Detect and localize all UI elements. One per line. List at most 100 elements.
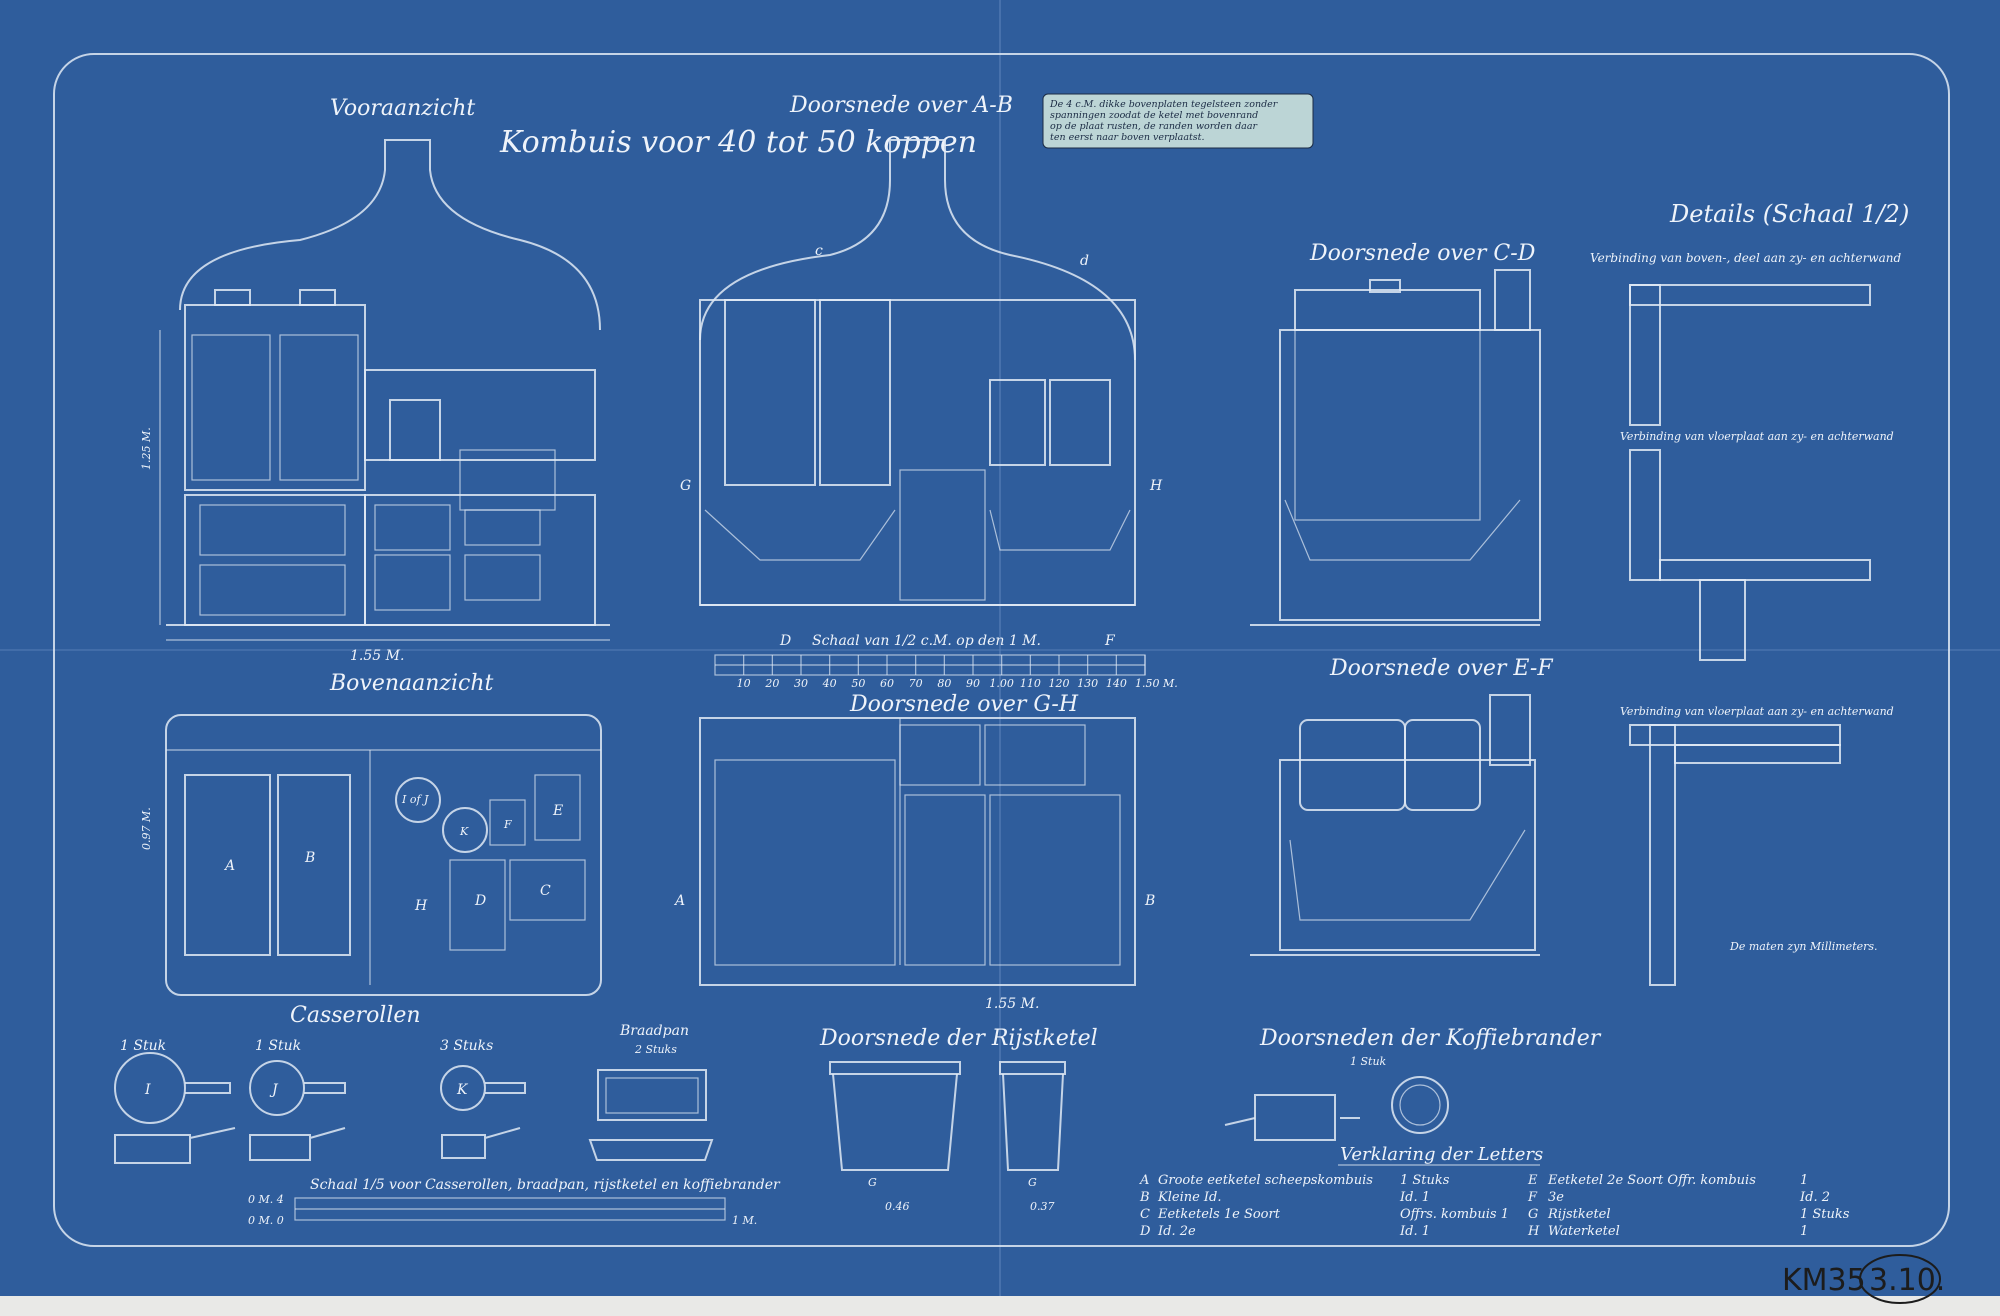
label-front-view: Vooraanzicht bbox=[330, 96, 475, 121]
label-casserollen: Casserollen bbox=[290, 1003, 421, 1028]
koffiebrander-title: Doorsneden der Koffiebrander bbox=[1259, 1026, 1602, 1051]
legend-cell: Id. 2 bbox=[1799, 1190, 1830, 1205]
scale-tick-label: 1.50 M. bbox=[1135, 677, 1178, 690]
plan-letter-b: B bbox=[304, 850, 315, 866]
plan-width-dimension: 1.55 M. bbox=[985, 996, 1039, 1012]
legend-cell: 1 bbox=[1800, 1173, 1808, 1188]
front-width-dimension: 1.55 M. bbox=[350, 648, 404, 664]
label-detail-2: Verbinding van vloerplaat aan zy- en ach… bbox=[1620, 430, 1894, 443]
scale-middle-label: Schaal van 1/2 c.M. op den 1 M. bbox=[812, 633, 1041, 649]
note-line: spanningen zoodat de ketel met bovenrand bbox=[1050, 110, 1258, 121]
braadpan-title: Braadpan bbox=[619, 1023, 689, 1039]
plan-letter-h: H bbox=[414, 898, 428, 914]
rijstketel-letter: G bbox=[1028, 1176, 1037, 1189]
scale-bottom-bottom: 0 M. 0 bbox=[248, 1214, 284, 1227]
scale-tick-label: 60 bbox=[880, 677, 894, 690]
plan-letter-a: A bbox=[223, 858, 235, 874]
note-line: ten eerst naar boven verplaatst. bbox=[1050, 132, 1205, 143]
section-letter-h: H bbox=[1149, 478, 1163, 494]
rijstketel-dimension: 0.37 bbox=[1030, 1200, 1055, 1213]
plan-letter-d: D bbox=[474, 893, 486, 909]
scale-bottom-top: 0 M. 4 bbox=[248, 1193, 284, 1206]
casserole-count: 3 Stuks bbox=[440, 1038, 493, 1054]
braadpan: Braadpan 2 Stuks bbox=[588, 1023, 714, 1161]
scale-tick-label: 90 bbox=[966, 677, 980, 690]
section-letter-d-lower: D bbox=[779, 633, 791, 649]
legend-cell: Waterketel bbox=[1548, 1224, 1620, 1239]
legend-cell: D bbox=[1139, 1224, 1151, 1239]
drawing-title: Kombuis voor 40 tot 50 koppen bbox=[499, 125, 977, 160]
casserole-i: 1 Stuk I bbox=[114, 1038, 236, 1164]
legend-cell: A bbox=[1139, 1173, 1149, 1188]
legend-cell: Kleine Id. bbox=[1157, 1190, 1222, 1205]
legend-cell: Rijstketel bbox=[1547, 1207, 1611, 1222]
scale-bottom-end: 1 M. bbox=[732, 1214, 757, 1227]
section-letter-b: B bbox=[1144, 893, 1155, 909]
rijstketel-dimension: 0.46 bbox=[885, 1200, 910, 1213]
pasted-note: De 4 c.M. dikke bovenplaten tegelsteen z… bbox=[1042, 93, 1314, 149]
legend-cell: H bbox=[1527, 1224, 1540, 1239]
legend-cell: Id. 2e bbox=[1157, 1224, 1196, 1239]
legend-cell: Id. 1 bbox=[1399, 1224, 1430, 1239]
koffiebrander: Doorsneden der Koffiebrander 1 Stuk bbox=[1224, 1026, 1602, 1141]
label-detail-1: Verbinding van boven-, deel aan zy- en a… bbox=[1590, 251, 1901, 265]
scale-tick-label: 40 bbox=[822, 677, 837, 690]
plan-letter-c: C bbox=[540, 883, 551, 899]
casserole-count: 1 Stuk bbox=[255, 1038, 301, 1054]
archive-number-circle bbox=[1859, 1254, 1941, 1304]
scale-bar-bottom bbox=[294, 1197, 726, 1221]
note-line: De 4 c.M. dikke bovenplaten tegelsteen z… bbox=[1049, 99, 1279, 110]
detail-drawings bbox=[1629, 284, 1871, 986]
scale-tick-label: 140 bbox=[1106, 677, 1127, 690]
scale-tick-label: 110 bbox=[1020, 677, 1041, 690]
section-letter-c: c bbox=[815, 243, 823, 259]
scale-tick-label: 1.00 bbox=[989, 677, 1014, 690]
legend-title: Verklaring der Letters bbox=[1340, 1144, 1543, 1165]
section-ef-drawing bbox=[1250, 694, 1540, 956]
legend-cell: Eetketel 2e Soort Offr. kombuis bbox=[1547, 1173, 1756, 1188]
archive-code: KM35 bbox=[1782, 1263, 1866, 1298]
legend-cell: Offrs. kombuis 1 bbox=[1400, 1207, 1509, 1222]
front-view-drawing bbox=[159, 139, 610, 641]
detail-note: De maten zyn Millimeters. bbox=[1729, 940, 1878, 953]
scale-tick-label: 130 bbox=[1077, 677, 1098, 690]
scale-tick-label: 70 bbox=[909, 677, 923, 690]
archive-number: 3.10. bbox=[1869, 1263, 1945, 1298]
legend-cell: Eetketels 1e Soort bbox=[1157, 1207, 1281, 1222]
legend-cell: F bbox=[1527, 1190, 1538, 1205]
section-letter-d: d bbox=[1080, 253, 1089, 269]
scale-bottom-label: Schaal 1/5 voor Casserollen, braadpan, r… bbox=[310, 1177, 781, 1193]
casserole-letter: K bbox=[456, 1082, 469, 1098]
scale-tick-label: 50 bbox=[851, 677, 865, 690]
plan-letter-e: E bbox=[552, 803, 563, 819]
plan-letter-k: K bbox=[459, 825, 469, 838]
casserole-j: 1 Stuk J bbox=[249, 1038, 346, 1161]
label-section-ab: Doorsnede over A-B bbox=[789, 93, 1013, 118]
legend-cell: 3e bbox=[1548, 1190, 1564, 1205]
plan-letter-i-j: I of J bbox=[401, 793, 429, 806]
label-section-ef: Doorsnede over E-F bbox=[1329, 656, 1553, 681]
section-ab-drawing bbox=[699, 139, 1136, 606]
casserole-letter: I bbox=[144, 1082, 151, 1098]
label-plan-view: Bovenaanzicht bbox=[329, 671, 494, 696]
plan-view-drawing bbox=[165, 714, 602, 996]
rijstketel-letter: G bbox=[868, 1176, 877, 1189]
casserole-count: 1 Stuk bbox=[120, 1038, 166, 1054]
scale-tick-label: 30 bbox=[794, 677, 808, 690]
scale-tick-label: 10 bbox=[737, 677, 751, 690]
scale-tick-label: 20 bbox=[764, 677, 779, 690]
label-section-gh: Doorsnede over G-H bbox=[849, 692, 1079, 717]
legend-cell: 1 Stuks bbox=[1400, 1173, 1450, 1188]
legend-cell: C bbox=[1140, 1207, 1150, 1222]
section-gh-drawing bbox=[699, 717, 1136, 986]
legend-cell: Id. 1 bbox=[1399, 1190, 1430, 1205]
legend-cell: B bbox=[1139, 1190, 1150, 1205]
legend-cell: E bbox=[1527, 1173, 1538, 1188]
label-section-cd: Doorsnede over C-D bbox=[1309, 241, 1536, 266]
section-letter-g: G bbox=[680, 478, 691, 494]
legend-cell: 1 bbox=[1800, 1224, 1808, 1239]
